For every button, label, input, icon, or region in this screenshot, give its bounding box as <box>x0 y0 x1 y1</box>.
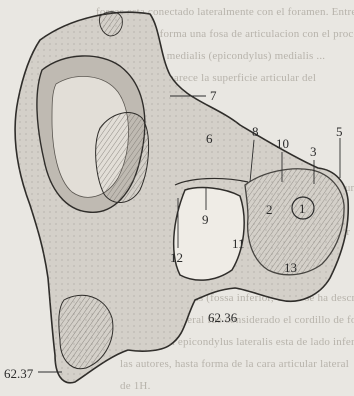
label-10: 10 <box>276 136 289 151</box>
label-9: 9 <box>202 212 209 227</box>
label-13: 13 <box>284 260 297 275</box>
label-2: 2 <box>266 202 273 217</box>
caption-62-37: 62.37 <box>4 366 34 381</box>
label-6: 6 <box>206 131 213 146</box>
label-7: 7 <box>210 88 217 103</box>
label-11: 11 <box>232 236 245 251</box>
label-3: 3 <box>310 144 317 159</box>
label-12: 12 <box>170 250 183 265</box>
hatched-fossa <box>96 113 149 203</box>
label-8: 8 <box>252 124 259 139</box>
central-opening <box>174 188 244 281</box>
caption-62-36: 62.36 <box>208 310 238 325</box>
label-1: 1 <box>299 201 306 216</box>
label-5: 5 <box>336 124 343 139</box>
